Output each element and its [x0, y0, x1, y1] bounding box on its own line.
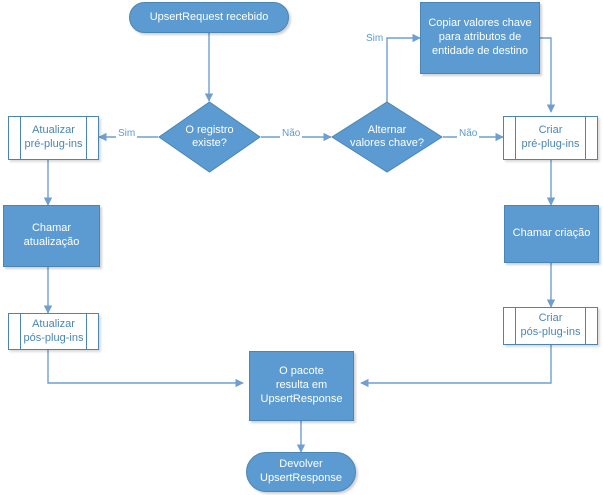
node-package-result[interactable]: O pacote resulta em UpsertResponse — [249, 351, 354, 421]
edge-label-exists-no: Não — [280, 128, 303, 139]
label-line-2: atualização — [23, 236, 80, 248]
edge-label-swap-yes: Sim — [364, 33, 386, 44]
label-line-1: O pacote — [279, 365, 324, 378]
label-line-2: para atributos de — [438, 31, 522, 44]
node-create-pre-plugins[interactable]: Criar pré-plug-ins — [503, 116, 598, 160]
label-line-2: valores chave? — [350, 137, 424, 149]
label-line-1: Atualizar — [32, 317, 75, 330]
node-update-post-plugins[interactable]: Atualizar pós-plug-ins — [8, 313, 99, 350]
node-start-label: UpsertRequest recebido — [149, 10, 269, 23]
node-update-pre-plugins-label: Atualizar pré-plug-ins — [10, 124, 96, 152]
edge-swap-yes-to-copy — [386, 33, 421, 105]
edge-update-post-to-package — [47, 350, 244, 388]
node-return-response[interactable]: Devolver UpsertResponse — [246, 452, 356, 492]
node-call-update-label: Chamar atualização — [24, 222, 80, 250]
label-line-3: entidade de destino — [431, 44, 529, 57]
label-line-2: UpsertResponse — [260, 472, 342, 484]
node-create-post-plugins-label: Criar pós-plug-ins — [507, 312, 595, 340]
label-line-3: UpsertResponse — [260, 392, 343, 405]
node-call-create[interactable]: Chamar criação — [504, 205, 599, 263]
label-line-2: resulta em — [275, 379, 328, 392]
node-copy-key-values-label: Copiar valores chave para atributos de e… — [428, 17, 531, 58]
node-copy-key-values[interactable]: Copiar valores chave para atributos de e… — [420, 2, 540, 74]
node-swap-key-values-decision[interactable]: Alternar valores chave? — [331, 101, 443, 173]
label-line-2: pré-plug-ins — [521, 138, 580, 150]
node-start[interactable]: UpsertRequest recebido — [129, 2, 289, 33]
label-line-2: existe? — [192, 137, 227, 149]
node-update-post-plugins-label: Atualizar pós-plug-ins — [10, 318, 98, 346]
label-line-2: pós-plug-ins — [23, 331, 84, 344]
label-line-2: pós-plug-ins — [520, 326, 581, 338]
node-return-response-label: Devolver UpsertResponse — [260, 458, 342, 486]
edge-copy-to-create-pre — [540, 37, 556, 113]
label-line-1: Atualizar — [32, 124, 75, 137]
label-line-1: Criar — [538, 124, 563, 137]
diamond-shape — [331, 101, 443, 173]
node-record-exists-label: O registro existe? — [158, 101, 261, 173]
node-record-exists-decision[interactable]: O registro existe? — [158, 101, 261, 173]
label-line-1: Alternar — [367, 123, 407, 136]
edge-label-exists-yes: Sim — [116, 128, 138, 139]
label-line-1: O registro — [185, 123, 234, 136]
node-create-post-plugins[interactable]: Criar pós-plug-ins — [503, 307, 598, 345]
diamond-shape — [158, 101, 261, 173]
node-package-result-label: O pacote resulta em UpsertResponse — [261, 365, 343, 406]
label-line-1: Devolver — [279, 458, 323, 471]
node-call-update[interactable]: Chamar atualização — [3, 205, 100, 267]
node-call-create-label: Chamar criação — [512, 227, 591, 240]
node-update-pre-plugins[interactable]: Atualizar pré-plug-ins — [8, 116, 99, 160]
label-line-1: Criar — [538, 312, 563, 325]
edge-create-post-to-package — [360, 345, 552, 388]
node-create-pre-plugins-label: Criar pré-plug-ins — [507, 124, 593, 152]
label-line-1: Copiar valores chave — [428, 17, 532, 30]
node-swap-key-values-label: Alternar valores chave? — [331, 101, 443, 173]
edge-label-swap-no: Não — [457, 128, 480, 139]
label-line-2: pré-plug-ins — [24, 138, 83, 150]
label-line-1: Chamar — [31, 222, 72, 235]
